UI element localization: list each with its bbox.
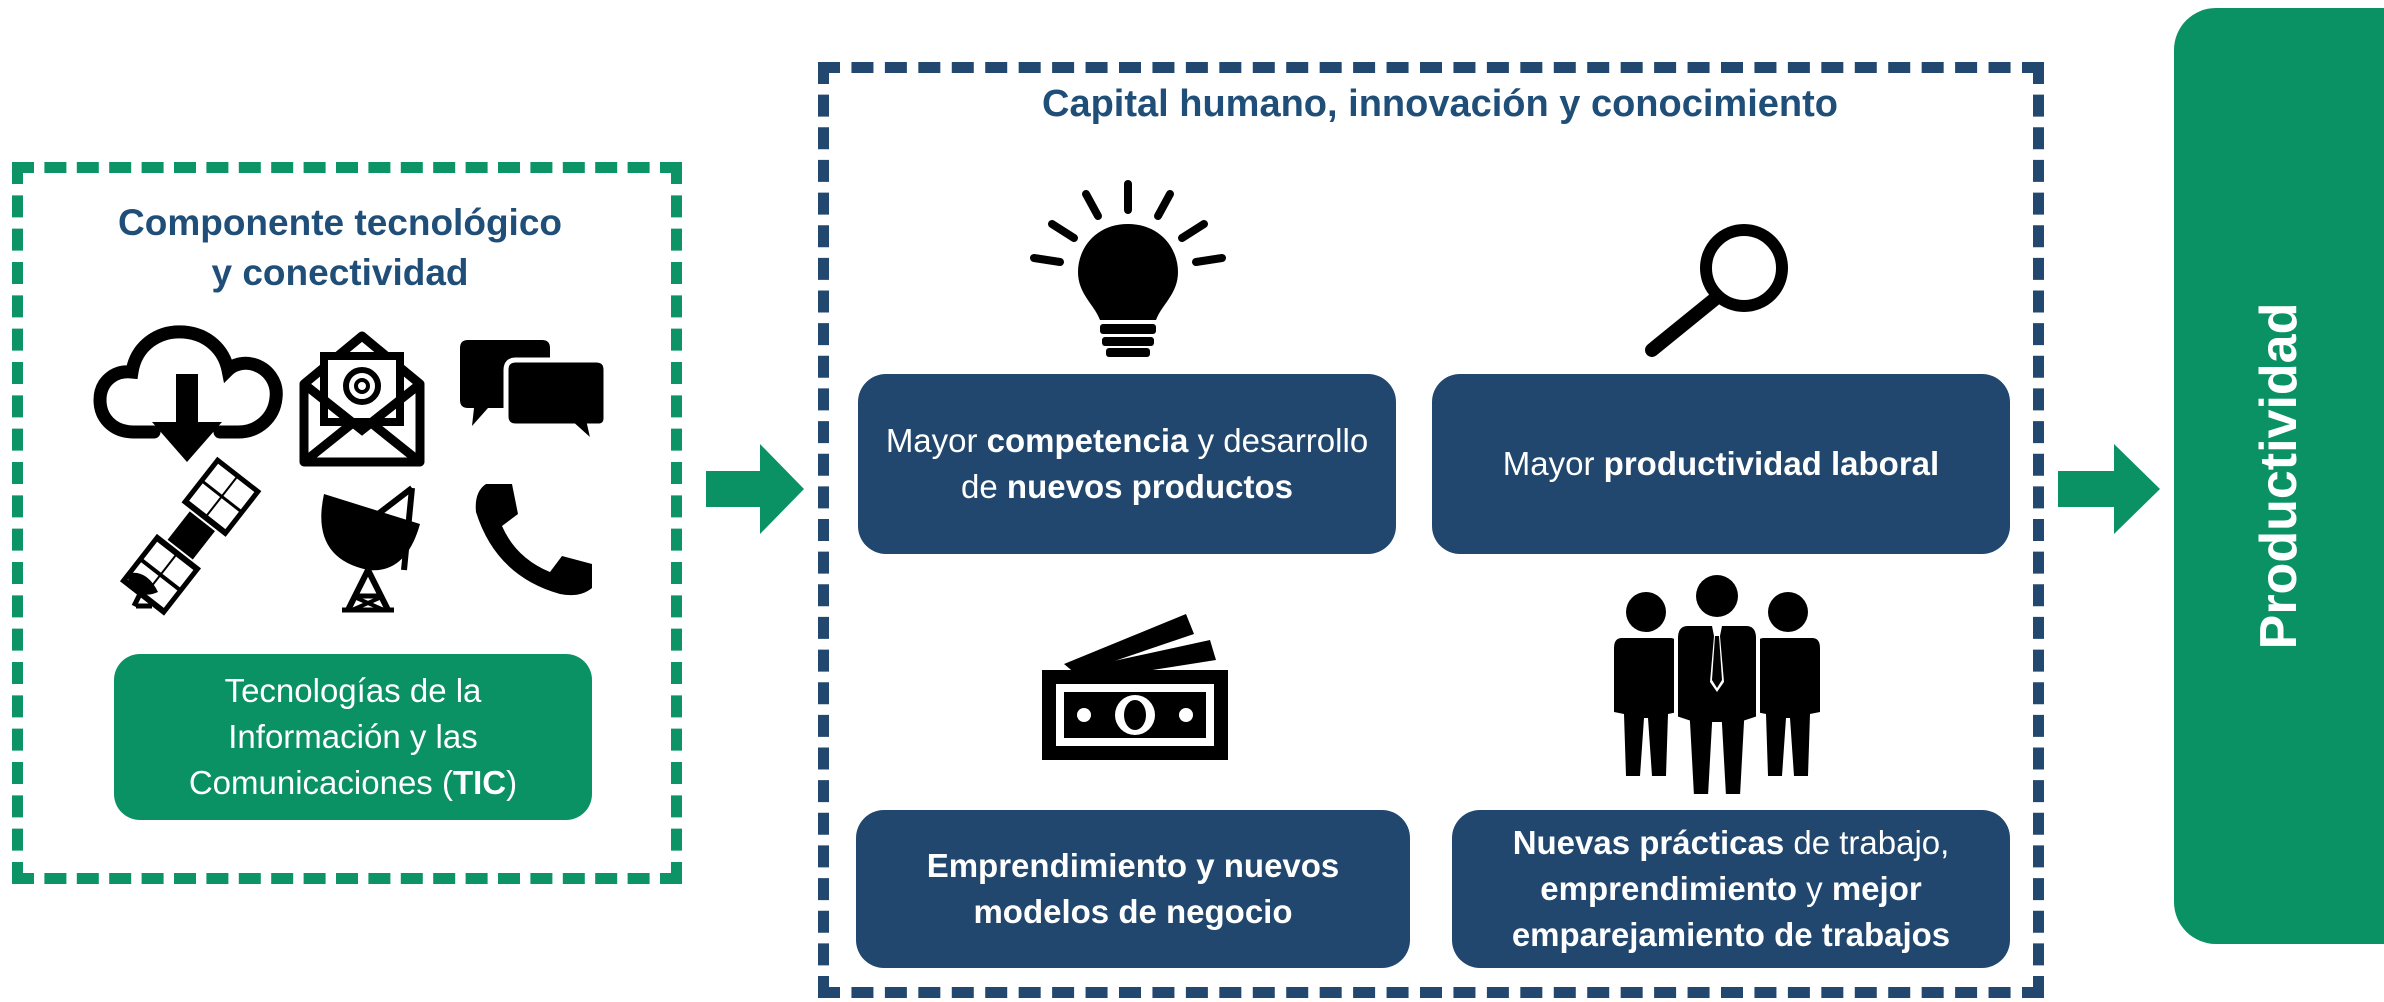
emprendimiento-box: Emprendimiento y nuevos modelos de negoc… (856, 810, 1410, 968)
phone-icon (475, 484, 592, 596)
productividad-laboral-box: Mayor productividad laboral (1432, 374, 2010, 554)
lightbulb-icon (1030, 180, 1226, 357)
tech-component-title: Componente tecnológico y conectividad (118, 202, 562, 293)
competencia-box: Mayor competencia y desarrollo de nuevos… (858, 374, 1396, 554)
satellite-dish-icon (321, 485, 420, 613)
productividad-bar: Productividad (2174, 8, 2384, 944)
people-group-icon (1614, 572, 1820, 798)
human-capital-title: Capital humano, innovación y conocimient… (1042, 83, 1838, 125)
tech-component-frame (12, 162, 682, 884)
practicas-box: Nuevas prácticas de trabajo, emprendimie… (1452, 810, 2010, 968)
human-capital-frame (818, 62, 2044, 998)
chat-bubbles-icon (460, 340, 609, 452)
cloud-download-icon (93, 325, 283, 462)
money-icon (1042, 614, 1228, 760)
satellite-icon (119, 456, 262, 616)
productividad-label: Productividad (2250, 302, 2308, 650)
magnifier-icon (1645, 224, 1788, 357)
arrow-right-icon (706, 444, 804, 534)
email-icon (299, 331, 425, 467)
tic-box: Tecnologías de la Información y las Comu… (114, 654, 592, 820)
arrow-right-icon (2058, 444, 2160, 534)
